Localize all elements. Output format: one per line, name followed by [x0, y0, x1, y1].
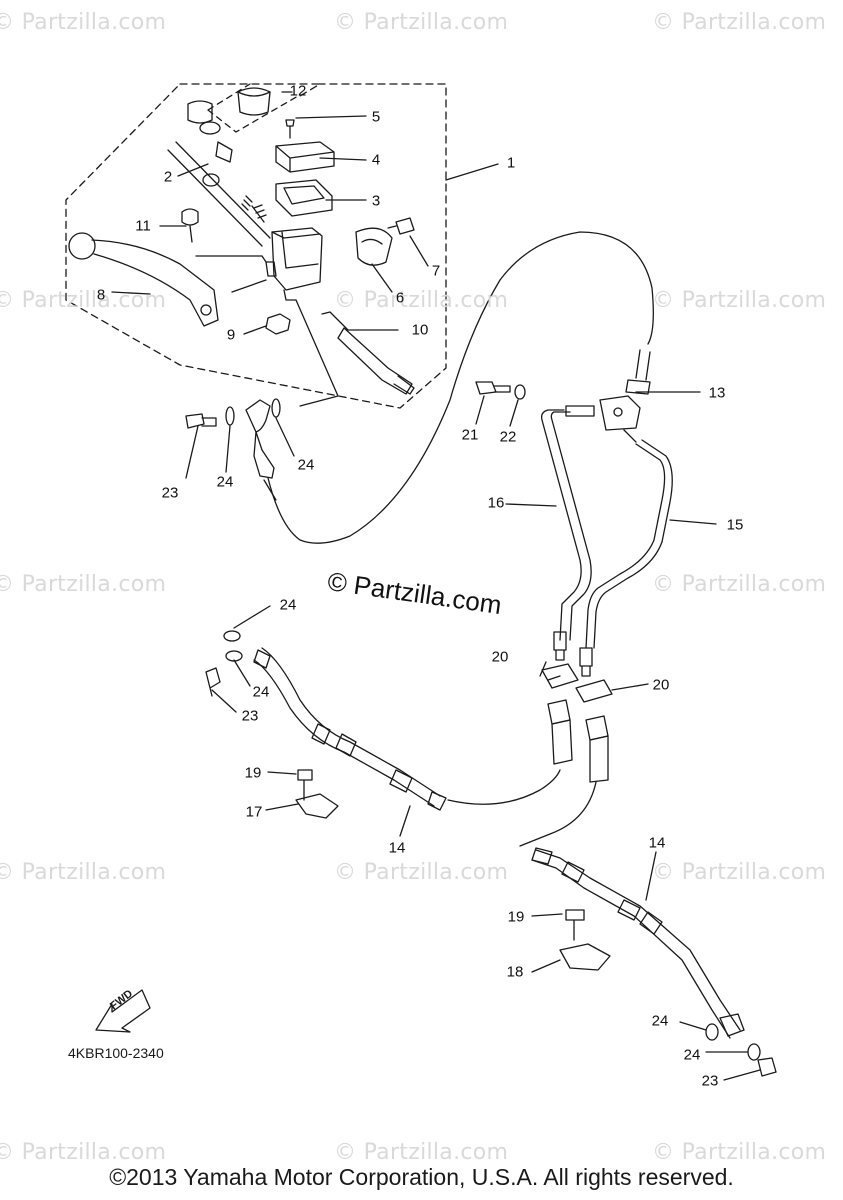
callout-22: 22 [499, 428, 517, 446]
upper-hose [253, 231, 654, 544]
part-18-bracket [559, 943, 611, 971]
part-11-pivot-bolt [181, 208, 199, 243]
part-15-pipe [585, 439, 673, 649]
part-5-screw [285, 119, 295, 139]
callout-5: 5 [371, 108, 381, 126]
callout-6: 6 [395, 289, 405, 307]
callout-14-right: 14 [648, 834, 666, 852]
callout-11: 11 [135, 217, 151, 235]
callout-19-right: 19 [507, 908, 525, 926]
callout-24-b: 24 [297, 456, 315, 474]
callout-19-left: 19 [244, 764, 262, 782]
part-17-bracket [295, 793, 339, 819]
watermark: © Partzilla.com [652, 860, 827, 885]
part-20-clip-left [541, 663, 579, 689]
part-16-pipe [540, 409, 592, 641]
banjo-bolt-23-left [205, 667, 221, 697]
watermark: © Partzilla.com [0, 10, 167, 35]
watermark: © Partzilla.com [0, 572, 167, 597]
callout-9: 9 [226, 326, 236, 344]
callout-23-upper: 23 [161, 484, 179, 502]
hose-connector-right [585, 715, 609, 783]
banjo-bolt-23-right [757, 1057, 777, 1077]
callout-24-e: 24 [651, 1012, 669, 1030]
watermark: © Partzilla.com [652, 288, 827, 313]
part-4-cover [275, 141, 335, 173]
callout-24-f: 24 [683, 1046, 701, 1064]
callout-14-left: 14 [388, 839, 406, 857]
part-13-joint [565, 395, 641, 443]
part-20-clip-right [575, 679, 613, 703]
callout-4: 4 [371, 151, 381, 169]
washer-24-d [747, 1043, 761, 1061]
part-14-hose-right [519, 781, 745, 1039]
part-2-piston-kit [167, 100, 271, 247]
part-14-hose-left [253, 647, 561, 811]
watermark: © Partzilla.com [652, 10, 827, 35]
callout-15: 15 [726, 516, 744, 534]
part-22-washer [514, 384, 526, 400]
pipe-fitting-left [553, 631, 567, 661]
callout-24-c: 24 [279, 596, 297, 614]
part-21-bolt [475, 381, 511, 395]
pipe-fitting-right [579, 647, 593, 677]
callout-7: 7 [431, 262, 441, 280]
callout-23-right: 23 [701, 1072, 719, 1090]
master-cylinder-body [265, 227, 323, 301]
assembly-boundary [65, 83, 447, 409]
part-code: 4KBR100-2340 [68, 1045, 164, 1061]
callout-3: 3 [371, 192, 381, 210]
watermark: © Partzilla.com [652, 572, 827, 597]
watermark: © Partzilla.com [0, 288, 167, 313]
callout-24-a: 24 [216, 473, 234, 491]
callout-20-left: 20 [491, 648, 509, 666]
part-3-diaphragm [275, 179, 333, 217]
part-9-nut [265, 313, 291, 335]
callout-8: 8 [96, 286, 106, 304]
callout-24-d: 24 [252, 683, 270, 701]
watermark: © Partzilla.com [652, 1140, 827, 1165]
part-7-bolt [387, 217, 415, 235]
callout-21: 21 [461, 426, 479, 444]
callout-2: 2 [163, 168, 173, 186]
washer-24-a [223, 630, 241, 642]
callout-23-left: 23 [241, 707, 259, 725]
callout-16: 16 [487, 494, 505, 512]
callout-13: 13 [708, 384, 726, 402]
hose-connector-left [547, 699, 573, 765]
watermark: © Partzilla.com [0, 860, 167, 885]
callout-20-right: 20 [652, 676, 670, 694]
watermark: © Partzilla.com [334, 1140, 509, 1165]
part-6-clamp [355, 227, 393, 266]
washer-24-c [705, 1023, 719, 1041]
banjo-bolt-upper [185, 398, 281, 433]
callout-12: 12 [289, 82, 307, 100]
callout-17: 17 [245, 803, 263, 821]
fwd-arrow [95, 989, 151, 1033]
part-10-switch [321, 311, 415, 395]
part-8-lever [68, 232, 219, 327]
copyright-notice: ©2013 Yamaha Motor Corporation, U.S.A. A… [109, 1164, 734, 1190]
inner-dashed-box [207, 83, 299, 133]
callout-10: 10 [411, 321, 429, 339]
watermark: © Partzilla.com [334, 288, 509, 313]
watermark: © Partzilla.com [334, 860, 509, 885]
watermark: © Partzilla.com [0, 1140, 167, 1165]
watermark: © Partzilla.com [334, 10, 509, 35]
callout-1: 1 [506, 154, 516, 172]
callout-18: 18 [506, 963, 524, 981]
part-19-bolt-upper [297, 769, 313, 801]
part-19-bolt-lower [565, 909, 585, 941]
part-12-cap [237, 87, 271, 116]
